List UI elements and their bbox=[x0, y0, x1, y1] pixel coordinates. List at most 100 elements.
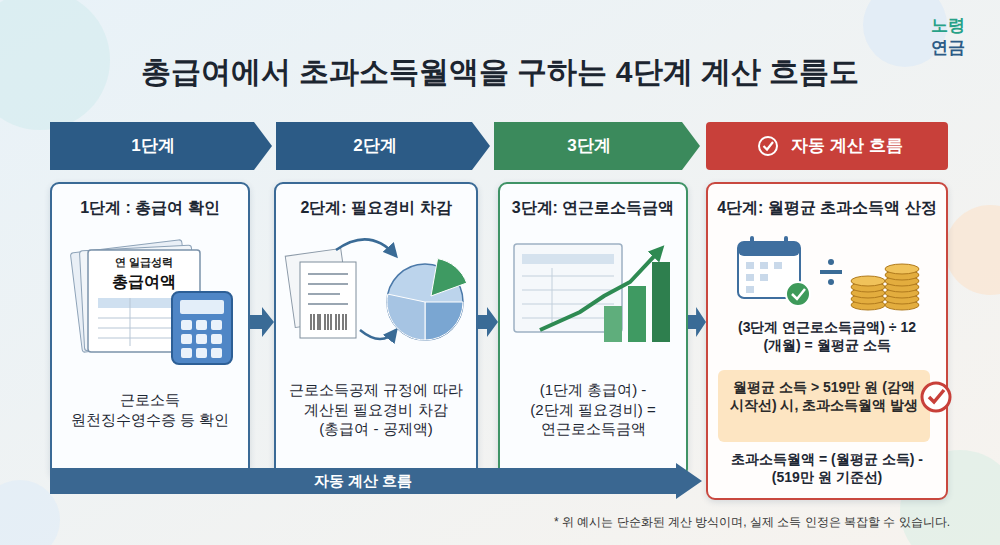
check-icon bbox=[759, 137, 777, 155]
check-badge bbox=[922, 383, 950, 411]
calendar-icon bbox=[738, 242, 800, 298]
panel-body: 근로소득공제 규정에 따라 계산된 필요경비 차감 (총급여 - 공제액) bbox=[276, 380, 476, 439]
document-stack bbox=[98, 318, 190, 319]
step-panel: 3단계: 연근로소득금액(1단계 총급여) - (2단계 필요경비) = 연근로… bbox=[498, 182, 688, 478]
calculator bbox=[180, 300, 224, 314]
formula-text: 초과소득월액 = (월평균 소득) - (519만 원 기준선) bbox=[708, 450, 946, 486]
panel-heading: 3단계: 연근로소득금액 bbox=[500, 198, 686, 219]
report-chart bbox=[522, 304, 614, 305]
check-badge bbox=[922, 383, 950, 411]
receipt-icons bbox=[311, 314, 346, 330]
document-stack bbox=[98, 298, 190, 308]
coin-stack bbox=[851, 300, 885, 310]
pie-chart bbox=[425, 302, 463, 340]
calendar-icon bbox=[760, 274, 768, 281]
flow-band-arrow: 자동 계산 흐름 bbox=[50, 463, 702, 499]
flow-curve-arrows bbox=[336, 239, 396, 256]
logo-text: 노령 bbox=[920, 16, 976, 36]
pie-chart bbox=[387, 294, 425, 340]
check-icon bbox=[764, 142, 774, 150]
report-chart bbox=[552, 268, 553, 326]
divide-sign bbox=[828, 259, 834, 265]
calendar-icon bbox=[738, 236, 810, 306]
coin-stack bbox=[851, 282, 885, 292]
node-outline bbox=[494, 122, 700, 170]
step-panel: 2단계: 필요경비 차감근로소득공제 규정에 따라 계산된 필요경비 차감 (총… bbox=[274, 182, 478, 478]
condition-text: 월평균 소득 > 519만 원 (감액 시작선) 시, 초과소득월액 발생 bbox=[718, 378, 930, 414]
flow-arrow bbox=[478, 307, 498, 337]
step-panel: 4단계: 월평균 초과소득액 산정(3단계 연근로소득금액) ÷ 12 (개월)… bbox=[706, 182, 948, 500]
step-panel: 1단계 : 총급여 확인근로소득 원천징수영수증 등 확인 bbox=[50, 182, 250, 478]
pie-chart bbox=[431, 259, 467, 296]
calendar-icon bbox=[760, 262, 768, 269]
calendar-icon bbox=[784, 236, 788, 248]
check-badge bbox=[929, 390, 944, 402]
coin-stack bbox=[885, 270, 919, 280]
coin-stack bbox=[885, 294, 919, 304]
footnote-caption: * 위 예시는 단순화된 계산 방식이며, 실제 소득 인정은 복잡할 수 있습… bbox=[45, 514, 950, 531]
pie-chart bbox=[387, 264, 463, 340]
step-label: 자동 계산 흐름 bbox=[706, 135, 948, 157]
coin-stack bbox=[885, 276, 919, 286]
calendar-icon bbox=[792, 289, 805, 299]
receipt-icons bbox=[308, 273, 348, 275]
report-chart bbox=[628, 286, 646, 342]
receipt-icons bbox=[308, 293, 340, 295]
calculator bbox=[196, 348, 207, 358]
document-stack bbox=[79, 245, 196, 351]
flow-arrow bbox=[250, 307, 274, 337]
document-stack bbox=[98, 328, 190, 329]
step-banner: 자동 계산 흐름 bbox=[706, 122, 948, 170]
coin-stack bbox=[885, 264, 919, 274]
report-chart bbox=[522, 318, 614, 319]
highlight-box: 월평균 소득 > 519만 원 (감액 시작선) 시, 초과소득월액 발생 bbox=[718, 370, 930, 442]
document-stack bbox=[88, 250, 200, 352]
panel-body: 근로소득 원천징수영수증 등 확인 bbox=[52, 390, 248, 429]
calendar-icon bbox=[746, 262, 754, 269]
background-decoration bbox=[0, 0, 110, 130]
coin-stack bbox=[851, 276, 885, 286]
calendar-icon bbox=[746, 286, 754, 293]
calendar-icon bbox=[738, 242, 800, 256]
receipt-icons bbox=[285, 248, 356, 338]
background-decoration bbox=[863, 0, 947, 67]
report-chart bbox=[514, 244, 670, 342]
logo-text: 연금 bbox=[920, 38, 976, 58]
check-icon bbox=[759, 137, 777, 155]
pie-chart bbox=[387, 259, 467, 340]
step-label: 3단계 bbox=[494, 135, 700, 157]
flow-band-label: 자동 계산 흐름 bbox=[50, 471, 702, 491]
panel-heading: 2단계: 필요경비 차감 bbox=[276, 198, 476, 219]
formula-text: (3단계 연근로소득금액) ÷ 12 (개월) = 월평균 소득 bbox=[708, 318, 946, 354]
flow-curve-arrows bbox=[360, 330, 396, 339]
step-chevron: 1단계 bbox=[50, 122, 272, 170]
divide-sign bbox=[828, 279, 834, 285]
calculator bbox=[181, 348, 192, 358]
calculator bbox=[196, 320, 207, 330]
coin-stack bbox=[885, 282, 919, 292]
divide-sign bbox=[820, 270, 842, 274]
calculator bbox=[172, 292, 232, 364]
node-outline bbox=[50, 122, 272, 170]
step-chevron: 3단계 bbox=[494, 122, 700, 170]
calculator bbox=[211, 320, 222, 330]
document-stack bbox=[98, 338, 190, 339]
report-chart bbox=[522, 290, 614, 291]
calendar-icon bbox=[750, 236, 754, 248]
receipt-icons bbox=[308, 303, 348, 305]
flow-arrow bbox=[688, 307, 706, 337]
calculator bbox=[181, 320, 192, 330]
step-chevron: 2단계 bbox=[276, 122, 490, 170]
coin-stack bbox=[851, 288, 885, 298]
coin-stack bbox=[851, 264, 919, 310]
report-chart bbox=[604, 306, 622, 342]
document-stack bbox=[70, 240, 200, 353]
report-chart bbox=[514, 244, 622, 332]
coin-stack bbox=[885, 300, 919, 310]
calculator bbox=[196, 334, 207, 344]
report-chart bbox=[522, 254, 614, 264]
calendar-icon bbox=[774, 262, 782, 269]
report-chart bbox=[652, 262, 670, 342]
divide-sign bbox=[820, 259, 842, 285]
